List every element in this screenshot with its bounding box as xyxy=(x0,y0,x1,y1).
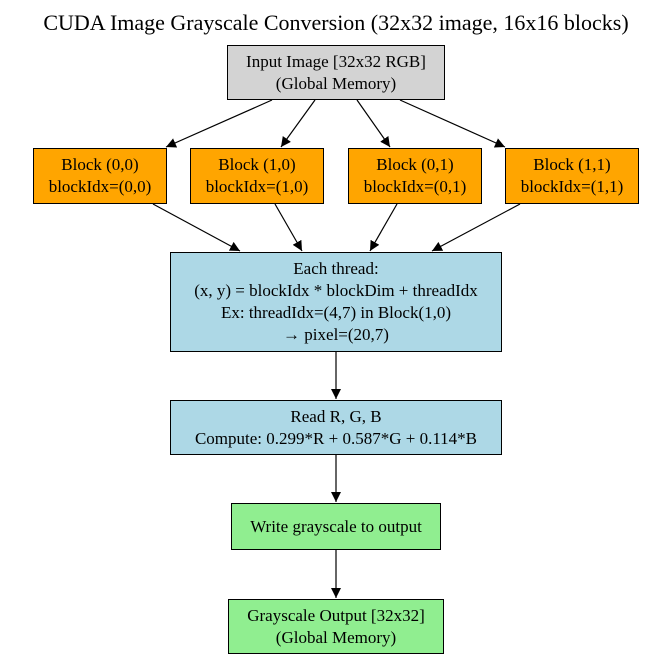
edge-block01-thread xyxy=(369,203,398,252)
node-each-thread-line4: → pixel=(20,7) xyxy=(283,325,389,344)
node-compute-line1: Read R, G, B xyxy=(290,406,382,426)
node-compute-line2: Compute: 0.299*R + 0.587*G + 0.114*B xyxy=(194,428,478,448)
edge-input-block10 xyxy=(280,99,316,148)
node-block-0-1: Block (0,1) blockIdx=(0,1) xyxy=(348,148,482,204)
node-block-1-1-label: Block (1,1) xyxy=(533,155,611,174)
node-each-thread-line2: (x, y) = blockIdx * blockDim + threadIdx xyxy=(194,281,478,300)
node-block-0-0-sublabel: blockIdx=(0,0) xyxy=(48,177,152,196)
edge-input-block00 xyxy=(165,99,273,148)
node-grayscale-output-label: Grayscale Output [32x32] xyxy=(247,605,425,625)
node-block-0-0-label: Block (0,0) xyxy=(61,155,139,174)
node-block-0-0: Block (0,0) blockIdx=(0,0) xyxy=(33,148,167,204)
node-grayscale-output: Grayscale Output [32x32] (Global Memory) xyxy=(228,599,444,654)
edge-block11-thread xyxy=(431,203,521,252)
node-input-image-label: Input Image [32x32 RGB] xyxy=(246,51,426,71)
node-input-image-sublabel: (Global Memory) xyxy=(275,73,397,93)
node-write-output-label: Write grayscale to output xyxy=(250,516,422,536)
edge-input-block01 xyxy=(356,99,391,148)
node-block-1-0-sublabel: blockIdx=(1,0) xyxy=(205,177,309,196)
edge-input-block11 xyxy=(399,99,506,148)
node-each-thread: Each thread: (x, y) = blockIdx * blockDi… xyxy=(170,252,502,352)
node-block-0-1-label: Block (0,1) xyxy=(376,155,454,174)
edge-block00-thread xyxy=(152,203,241,252)
node-grayscale-output-sublabel: (Global Memory) xyxy=(275,627,397,647)
node-block-0-1-sublabel: blockIdx=(0,1) xyxy=(363,177,467,196)
node-input-image: Input Image [32x32 RGB] (Global Memory) xyxy=(227,45,445,100)
node-block-1-0: Block (1,0) blockIdx=(1,0) xyxy=(190,148,324,204)
node-block-1-0-label: Block (1,0) xyxy=(218,155,296,174)
node-block-1-1-sublabel: blockIdx=(1,1) xyxy=(520,177,624,196)
node-compute: Read R, G, B Compute: 0.299*R + 0.587*G … xyxy=(170,400,502,455)
node-each-thread-line3: Ex: threadIdx=(4,7) in Block(1,0) xyxy=(220,303,452,322)
node-each-thread-line1: Each thread: xyxy=(293,259,379,278)
node-write-output: Write grayscale to output xyxy=(231,503,441,550)
diagram-title: CUDA Image Grayscale Conversion (32x32 i… xyxy=(43,10,629,35)
edge-block10-thread xyxy=(274,203,303,252)
node-block-1-1: Block (1,1) blockIdx=(1,1) xyxy=(505,148,639,204)
